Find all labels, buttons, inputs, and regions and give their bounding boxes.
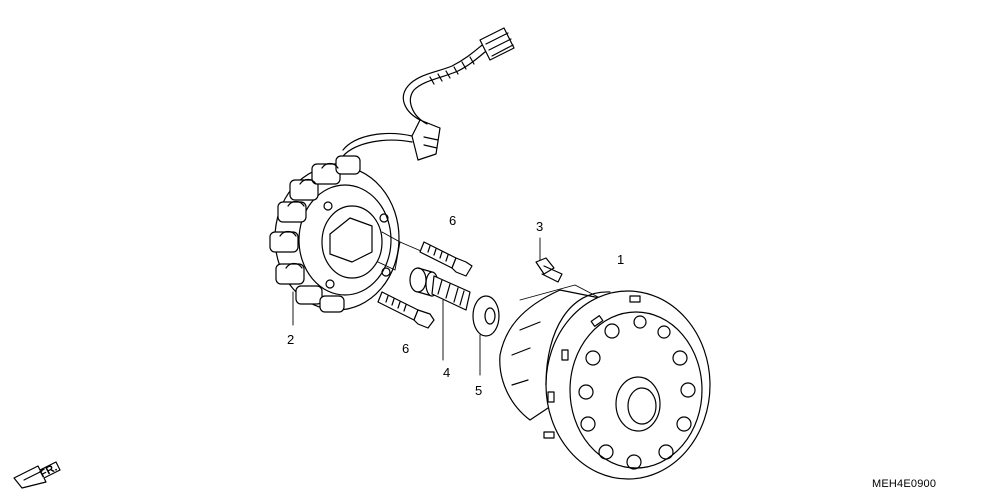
callout-2: 2 [287,332,295,347]
callout-6-bottom: 6 [402,341,410,356]
bolt-6-bottom [377,291,435,329]
bolt-6-top [419,241,473,277]
callout-1: 1 [617,252,625,267]
callout-3: 3 [536,219,544,234]
flywheel-rotor [499,289,711,480]
front-direction-arrow [13,461,61,489]
diagram-code: MEH4E0900 [872,478,937,490]
washer-5 [472,295,500,337]
flange-bolt-4 [409,267,471,311]
wire-harness [342,41,491,161]
callout-6-top: 6 [449,213,457,228]
bolt-3 [535,257,563,283]
stator [269,155,400,313]
callout-5: 5 [475,383,483,398]
wire-connector [479,27,515,61]
callout-4: 4 [443,365,451,380]
